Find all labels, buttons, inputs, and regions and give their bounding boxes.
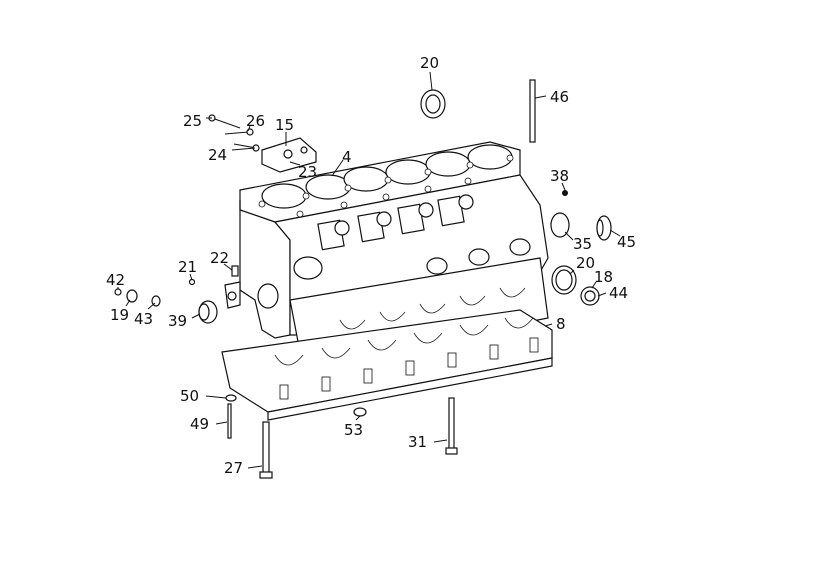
callout-50: 50 xyxy=(180,387,199,405)
callout-27: 27 xyxy=(224,459,243,477)
callout-39: 39 xyxy=(168,312,187,330)
callout-20-right: 20 xyxy=(576,254,595,272)
small-bolts xyxy=(208,114,260,152)
part-19 xyxy=(126,289,138,303)
callout-21: 21 xyxy=(178,258,197,276)
bracket-part xyxy=(261,137,317,173)
seal-ring-right xyxy=(551,265,577,295)
seal-ring-top xyxy=(420,89,446,119)
bolt-31 xyxy=(445,397,458,455)
callout-labels: 20 46 25 26 15 24 23 4 38 35 45 21 22 20… xyxy=(106,54,636,477)
callout-53: 53 xyxy=(344,421,363,439)
main-bearing-frame xyxy=(221,309,553,421)
callout-8: 8 xyxy=(556,315,566,333)
bushing-39 xyxy=(198,300,218,324)
callout-22: 22 xyxy=(210,249,229,267)
plug-21 xyxy=(188,278,196,286)
part-42 xyxy=(114,288,122,296)
callout-18: 18 xyxy=(594,268,613,286)
callout-43: 43 xyxy=(134,310,153,328)
bolt-27 xyxy=(259,421,273,479)
callout-23: 23 xyxy=(298,163,317,181)
sleeve-18-44 xyxy=(580,286,600,306)
callout-24: 24 xyxy=(208,146,227,164)
callout-26: 26 xyxy=(246,112,265,130)
callout-31: 31 xyxy=(408,433,427,451)
callout-42: 42 xyxy=(106,271,125,289)
callout-49: 49 xyxy=(190,415,209,433)
callout-38: 38 xyxy=(550,167,569,185)
pin-49 xyxy=(227,403,232,439)
cylinder-bores xyxy=(261,144,513,209)
plug-38 xyxy=(562,190,568,196)
part-22 xyxy=(231,265,239,277)
block-bosses xyxy=(317,194,474,251)
cup-plug-45 xyxy=(596,215,612,241)
callout-4: 4 xyxy=(342,148,352,166)
callout-46: 46 xyxy=(550,88,569,106)
callout-25: 25 xyxy=(183,112,202,130)
long-stud xyxy=(529,79,536,143)
washer-50 xyxy=(225,394,237,402)
oring-53 xyxy=(353,407,367,417)
callout-19: 19 xyxy=(110,306,129,324)
cup-plug-35 xyxy=(550,212,570,238)
leader-lines xyxy=(117,71,621,469)
callout-44: 44 xyxy=(609,284,628,302)
callout-35: 35 xyxy=(573,235,592,253)
callout-20-top: 20 xyxy=(420,54,439,72)
callout-45: 45 xyxy=(617,233,636,251)
callout-15: 15 xyxy=(275,116,294,134)
